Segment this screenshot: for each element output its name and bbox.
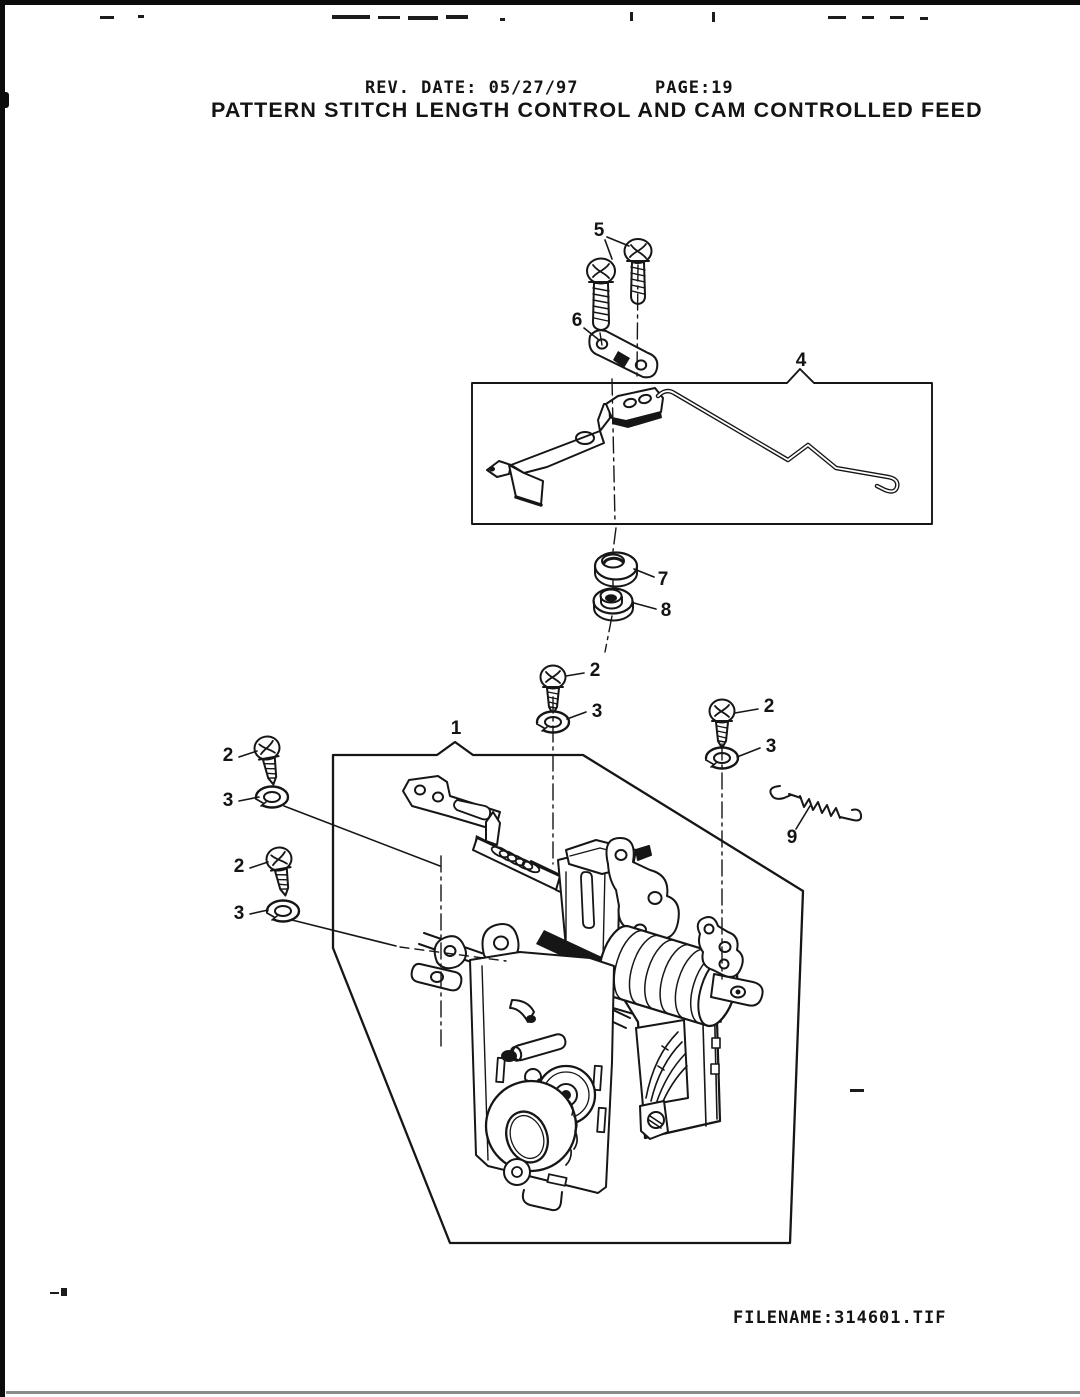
- washer-3-right: [704, 746, 740, 770]
- callout-6: 6: [571, 310, 583, 331]
- screw-5-left: [586, 257, 616, 331]
- callout-8: 8: [660, 600, 672, 621]
- washer-3-center: [535, 710, 571, 734]
- polygon-part1: [331, 740, 805, 1245]
- scan-noise: [446, 15, 468, 19]
- scan-edge-blob: [0, 92, 9, 108]
- callout-2-left-upper: 2: [222, 745, 234, 766]
- screw-2-left-upper: [253, 735, 281, 786]
- scan-edge-left: [0, 0, 5, 1397]
- scan-noise: [890, 16, 904, 19]
- page-number-label: PAGE:19: [655, 78, 734, 98]
- scan-noise: [500, 18, 505, 21]
- scan-edge-bottom: [6, 1391, 1080, 1394]
- rev-date-label: REV. DATE: 05/27/97: [365, 78, 579, 98]
- feed-mechanism: [402, 775, 764, 1212]
- scan-noise: [61, 1288, 67, 1296]
- scan-noise: [630, 12, 633, 21]
- callout-3-center: 3: [591, 701, 603, 722]
- washer-3-left-lower: [265, 899, 301, 923]
- scan-noise: [100, 16, 114, 19]
- clamp-plate-6: [588, 329, 659, 379]
- screw-2-left-lower: [265, 846, 293, 897]
- callout-3-right: 3: [765, 736, 777, 757]
- callout-7: 7: [657, 569, 669, 590]
- filename-label: FILENAME:314601.TIF: [733, 1308, 947, 1328]
- scan-noise: [920, 17, 928, 20]
- washer-7: [593, 551, 639, 588]
- callout-2-right: 2: [763, 696, 775, 717]
- callout-2-left-lower: 2: [233, 856, 245, 877]
- callout-9: 9: [786, 827, 798, 848]
- page-title: PATTERN STITCH LENGTH CONTROL AND CAM CO…: [211, 98, 983, 122]
- scan-noise: [50, 1292, 59, 1294]
- header-row: REV. DATE: 05/27/97 PAGE:19: [0, 78, 1080, 158]
- callout-4: 4: [795, 350, 807, 371]
- callout-2-center: 2: [589, 660, 601, 681]
- callout-3-left-upper: 3: [222, 790, 234, 811]
- callout-3-left-lower: 3: [233, 903, 245, 924]
- screw-2-right: [708, 698, 736, 749]
- callout-5: 5: [593, 220, 605, 241]
- scan-noise: [138, 15, 144, 18]
- scan-noise: [408, 16, 438, 20]
- washer-8: [592, 587, 634, 622]
- scan-noise: [862, 16, 874, 19]
- scan-noise: [712, 12, 715, 22]
- box-part4: [471, 368, 933, 525]
- scan-edge-top: [0, 0, 1080, 5]
- scan-noise: [850, 1089, 864, 1092]
- callout-1: 1: [450, 718, 462, 739]
- spring-9: [769, 785, 863, 822]
- scan-noise: [828, 16, 846, 19]
- leader-lines: [238, 236, 811, 947]
- centerlines: [440, 264, 723, 1047]
- assembly-dashed-line: [399, 946, 507, 962]
- scan-noise: [332, 15, 370, 19]
- scan-noise: [378, 16, 400, 19]
